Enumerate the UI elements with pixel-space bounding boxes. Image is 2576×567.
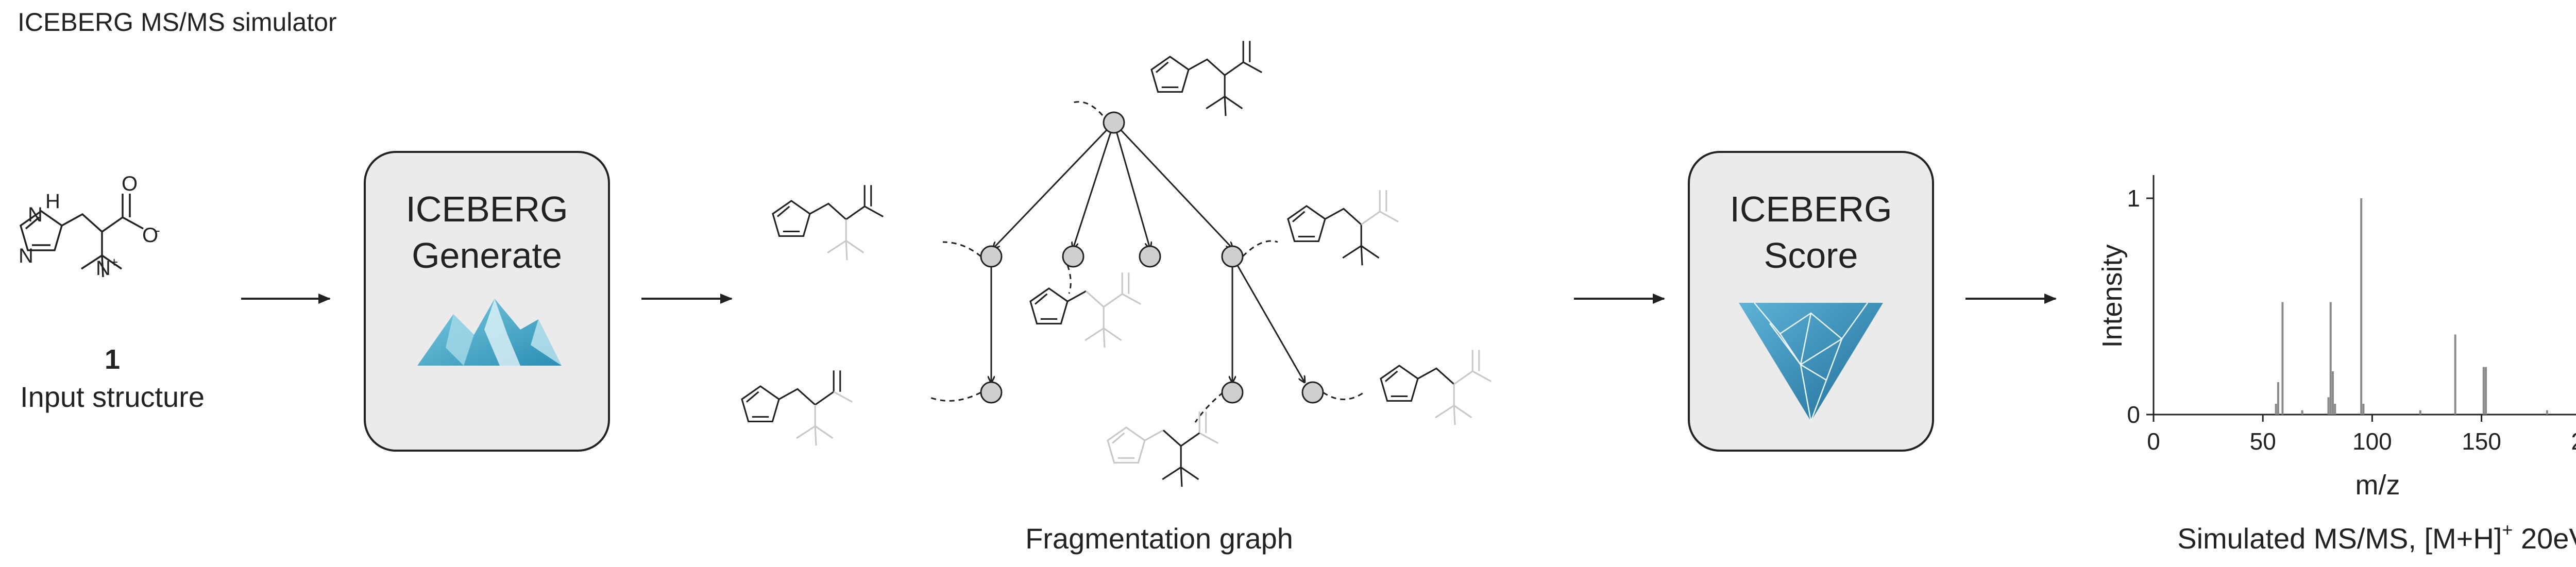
atom-n: N bbox=[19, 245, 33, 267]
input-caption: Input structure bbox=[20, 381, 205, 413]
generate-box-line1: ICEBERG bbox=[405, 189, 568, 229]
fragment-molecule bbox=[1029, 272, 1141, 348]
generate-box: ICEBERG Generate bbox=[364, 151, 610, 452]
spectrum-caption-tail: 20eV bbox=[2513, 522, 2576, 555]
atom-n: N bbox=[28, 203, 43, 226]
compound-number: 1 bbox=[105, 344, 120, 375]
spectrum-caption-sup: + bbox=[2502, 519, 2513, 540]
y-ticks: 01 bbox=[2127, 185, 2154, 428]
charge-plus: + bbox=[110, 254, 118, 270]
graph-node bbox=[1139, 245, 1161, 268]
graph-node bbox=[1062, 245, 1084, 268]
input-molecule: H N N O O - N + bbox=[19, 173, 160, 280]
fragment-molecule bbox=[1380, 350, 1492, 425]
x-ticks: 0 50 100 150 200 bbox=[2147, 415, 2576, 455]
graph-node bbox=[980, 381, 1003, 404]
fragmentation-graph bbox=[741, 40, 1492, 487]
graph-node bbox=[1221, 245, 1244, 268]
graph-node bbox=[1221, 381, 1244, 404]
score-box-line1: ICEBERG bbox=[1730, 189, 1892, 229]
fragment-molecule bbox=[741, 370, 853, 446]
x-tick-label: 200 bbox=[2571, 428, 2576, 455]
graph-node bbox=[980, 245, 1003, 268]
charge-minus: - bbox=[156, 222, 160, 238]
generate-box-line2: Generate bbox=[412, 235, 562, 276]
score-box-line2: Score bbox=[1764, 235, 1858, 276]
spectrum-chart: 050100150200 01 m/z Intensity bbox=[2097, 175, 2576, 501]
fragment-molecule bbox=[1107, 411, 1218, 487]
graph-node bbox=[1301, 381, 1324, 404]
x-tick-label: 0 bbox=[2147, 428, 2160, 455]
spectrum-caption: Simulated MS/MS, [M+H]+ 20eV bbox=[2177, 519, 2576, 555]
x-tick-label: 50 bbox=[2250, 428, 2276, 455]
x-axis-label: m/z bbox=[2355, 470, 2400, 501]
fragment-molecule bbox=[772, 185, 884, 261]
figure-title: ICEBERG MS/MS simulator bbox=[18, 8, 337, 37]
spectrum-caption-main: Simulated MS/MS, [M+H] bbox=[2177, 522, 2502, 555]
atom-n-plus: N bbox=[96, 257, 111, 280]
atom-o-minus: O bbox=[142, 224, 158, 247]
graph-node bbox=[1103, 111, 1125, 134]
spectrum-peaks bbox=[2275, 198, 2548, 415]
fragment-molecule-root bbox=[1150, 40, 1263, 117]
fragmentation-caption: Fragmentation graph bbox=[1025, 522, 1293, 555]
score-box: ICEBERG Score bbox=[1688, 151, 1934, 452]
y-tick-label: 1 bbox=[2127, 185, 2140, 212]
x-tick-label: 100 bbox=[2352, 428, 2392, 455]
atom-h: H bbox=[45, 190, 60, 213]
mountain-icon bbox=[417, 299, 562, 366]
y-axis-label: Intensity bbox=[2097, 244, 2128, 348]
fragment-molecule bbox=[1287, 190, 1399, 266]
x-tick-label: 150 bbox=[2462, 428, 2501, 455]
atom-o: O bbox=[122, 173, 138, 195]
y-tick-label: 0 bbox=[2127, 401, 2140, 428]
iceberg-icon bbox=[1739, 302, 1883, 422]
